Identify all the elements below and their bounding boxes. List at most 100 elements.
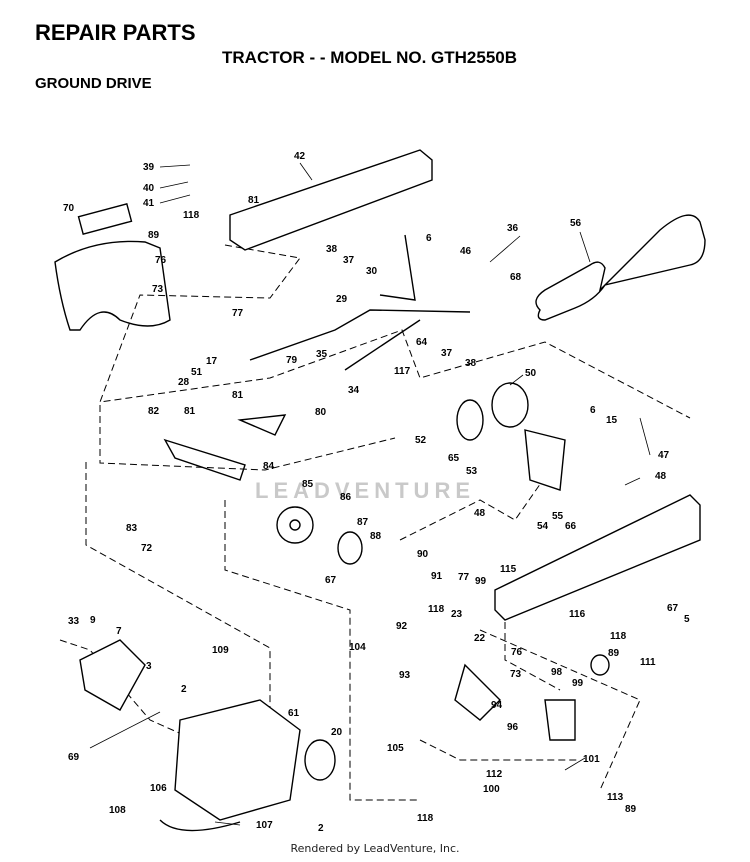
callout-17: 17	[206, 356, 218, 367]
callout-38: 38	[326, 244, 338, 255]
drive-belt-part	[535, 214, 706, 321]
watermark-text: LEADVENTURE	[255, 478, 476, 503]
callout-79: 79	[286, 355, 298, 366]
callout-89: 89	[148, 230, 160, 241]
callout-42: 42	[294, 151, 306, 162]
callout-118d: 118	[417, 813, 434, 824]
callout-leader-lines	[89, 162, 651, 826]
callout-88: 88	[370, 531, 382, 542]
callout-94: 94	[491, 700, 503, 711]
callout-53: 53	[466, 466, 478, 477]
callout-50: 50	[525, 368, 537, 379]
callout-47: 47	[658, 450, 670, 461]
callout-98: 98	[551, 667, 563, 678]
dashed-assembly-outlines	[59, 244, 691, 801]
callout-104: 104	[349, 642, 366, 653]
callout-82: 82	[148, 406, 160, 417]
callout-76: 76	[155, 255, 167, 266]
callout-33: 33	[68, 616, 80, 627]
callout-81: 81	[248, 195, 260, 206]
callout-72: 72	[141, 543, 153, 554]
bracket-part	[163, 414, 576, 741]
callout-35: 35	[316, 349, 328, 360]
callout-6: 6	[426, 233, 432, 244]
callout-30: 30	[366, 266, 378, 277]
callout-118b: 118	[428, 604, 445, 615]
callout-3: 3	[146, 661, 152, 672]
callout-39: 39	[143, 162, 155, 173]
callout-117: 117	[394, 366, 411, 377]
callout-48b: 48	[474, 508, 486, 519]
callout-64: 64	[416, 337, 428, 348]
callout-69: 69	[68, 752, 80, 763]
callout-89c: 89	[625, 804, 637, 815]
callout-90: 90	[417, 549, 429, 560]
callout-29: 29	[336, 294, 348, 305]
callout-36: 36	[507, 223, 519, 234]
callout-81b: 81	[232, 390, 244, 401]
section-title: GROUND DRIVE	[35, 75, 152, 92]
callout-51: 51	[191, 367, 203, 378]
callout-61: 61	[288, 708, 300, 719]
callout-77: 77	[232, 308, 244, 319]
callout-6b: 6	[590, 405, 596, 416]
callout-111: 111	[640, 657, 656, 668]
callout-118c: 118	[610, 631, 627, 642]
callout-99: 99	[475, 576, 487, 587]
callout-labels: 39 40 41 42 81 70 118 89 76 73 77 38 37 …	[63, 151, 690, 834]
callout-77b: 77	[458, 572, 470, 583]
callout-85: 85	[302, 479, 314, 490]
callout-67b: 67	[667, 603, 679, 614]
linkage-rods	[249, 234, 471, 371]
callout-84: 84	[263, 461, 275, 472]
callout-56: 56	[570, 218, 582, 229]
callout-37b: 37	[441, 348, 453, 359]
callout-2: 2	[181, 684, 187, 695]
callout-67: 67	[325, 575, 337, 586]
callout-107: 107	[256, 820, 273, 831]
callout-109: 109	[212, 645, 229, 656]
callout-93: 93	[399, 670, 411, 681]
callout-91: 91	[431, 571, 443, 582]
callout-73b: 73	[510, 669, 522, 680]
callout-38b: 38	[465, 358, 477, 369]
callout-96: 96	[507, 722, 519, 733]
callout-40: 40	[143, 183, 155, 194]
callout-86: 86	[340, 492, 352, 503]
callout-99b: 99	[572, 678, 584, 689]
callout-7: 7	[116, 626, 122, 637]
transaxle-part	[159, 699, 301, 832]
callout-2b: 2	[318, 823, 324, 834]
callout-34: 34	[348, 385, 360, 396]
callout-46: 46	[460, 246, 472, 257]
callout-87: 87	[357, 517, 369, 528]
model-subtitle: TRACTOR - - MODEL NO. GTH2550B	[222, 48, 518, 67]
callout-101: 101	[583, 754, 600, 765]
callout-55: 55	[552, 511, 564, 522]
cooling-fan-part	[276, 506, 314, 544]
callout-108: 108	[109, 805, 126, 816]
callout-92: 92	[396, 621, 408, 632]
callout-83: 83	[126, 523, 138, 534]
callout-28: 28	[178, 377, 190, 388]
callout-9: 9	[90, 615, 96, 626]
page-title: REPAIR PARTS	[35, 20, 196, 45]
callout-106: 106	[150, 783, 167, 794]
callout-76b: 76	[511, 647, 523, 658]
callout-66: 66	[565, 521, 577, 532]
callout-68: 68	[510, 272, 522, 283]
callout-100: 100	[483, 784, 500, 795]
callout-48: 48	[655, 471, 667, 482]
callout-113: 113	[607, 792, 624, 803]
callout-54: 54	[537, 521, 549, 532]
callout-65: 65	[448, 453, 460, 464]
callout-22: 22	[474, 633, 486, 644]
wheel-hub-part	[79, 639, 146, 711]
callout-89b: 89	[608, 648, 620, 659]
callout-37: 37	[343, 255, 355, 266]
frame-rail-upper	[229, 149, 433, 251]
callout-70: 70	[63, 203, 75, 214]
callout-80: 80	[315, 407, 327, 418]
callout-116: 116	[569, 609, 586, 620]
